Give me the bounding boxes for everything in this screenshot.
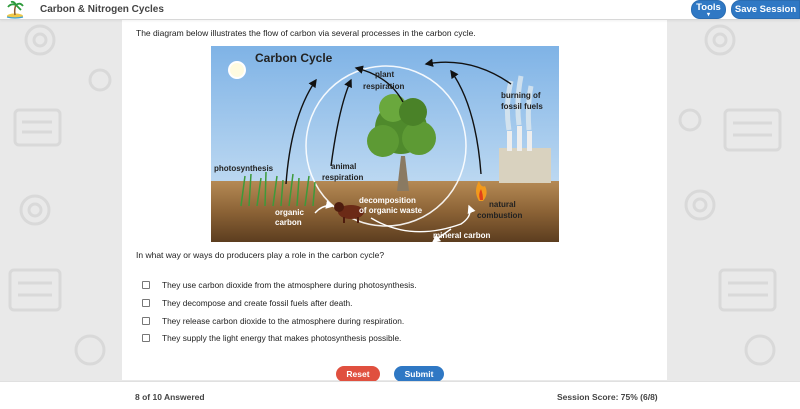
label-fossil-fuels: fossil fuels	[501, 102, 543, 111]
answer-option-label: They release carbon dioxide to the atmos…	[162, 316, 405, 326]
factory-icon	[499, 75, 551, 183]
label-animal: animal	[331, 162, 356, 171]
question-prompt: In what way or ways do producers play a …	[136, 250, 385, 260]
answer-option-3[interactable]: They release carbon dioxide to the atmos…	[142, 315, 404, 327]
tools-button[interactable]: Tools ▾	[691, 0, 726, 19]
label-carbon: carbon	[275, 218, 302, 227]
diagram-title: Carbon Cycle	[255, 51, 333, 65]
question-intro: The diagram below illustrates the flow o…	[136, 28, 476, 38]
checkbox[interactable]	[142, 317, 150, 325]
checkbox[interactable]	[142, 281, 150, 289]
answer-option-label: They decompose and create fossil fuels a…	[162, 298, 353, 308]
label-organic: organic	[275, 208, 304, 217]
soil	[211, 181, 559, 242]
sun-icon	[228, 61, 246, 79]
label-natural-combustion: combustion	[477, 211, 522, 220]
checkbox[interactable]	[142, 299, 150, 307]
label-burning: burning of	[501, 91, 541, 100]
answered-count: 8 of 10 Answered	[135, 392, 205, 402]
fire-icon	[476, 181, 487, 201]
island-logo-icon	[6, 0, 24, 19]
label-mineral-carbon: mineral carbon	[433, 231, 490, 240]
top-bar: Carbon & Nitrogen Cycles Tools ▾ Save Se…	[0, 0, 800, 20]
answer-option-2[interactable]: They decompose and create fossil fuels a…	[142, 297, 352, 309]
question-card: The diagram below illustrates the flow o…	[122, 20, 667, 382]
label-plant: plant	[375, 70, 394, 79]
answer-option-label: They use carbon dioxide from the atmosph…	[162, 280, 417, 290]
chevron-down-icon: ▾	[706, 11, 710, 18]
reset-button[interactable]: Reset	[336, 366, 380, 382]
label-organic-waste: of organic waste	[359, 206, 423, 215]
label-natural: natural	[489, 200, 516, 209]
carbon-cycle-diagram: Carbon Cycle plant respiration burning o…	[211, 46, 559, 242]
label-plant-respiration: respiration	[363, 82, 404, 91]
save-session-button[interactable]: Save Session	[731, 0, 800, 19]
session-score: Session Score: 75% (6/8)	[557, 392, 658, 402]
label-animal-respiration: respiration	[322, 173, 363, 182]
answer-option-4[interactable]: They supply the light energy that makes …	[142, 332, 401, 344]
footer-bar: 8 of 10 Answered Session Score: 75% (6/8…	[0, 381, 800, 409]
tree-icon	[367, 94, 436, 191]
answer-option-1[interactable]: They use carbon dioxide from the atmosph…	[142, 279, 417, 291]
answer-option-label: They supply the light energy that makes …	[162, 333, 402, 343]
label-decomposition: decomposition	[359, 196, 416, 205]
grass-icon	[240, 171, 316, 207]
submit-button[interactable]: Submit	[394, 366, 444, 382]
buffalo-icon	[334, 202, 364, 223]
checkbox[interactable]	[142, 334, 150, 342]
label-photosynthesis: photosynthesis	[214, 164, 274, 173]
page-title: Carbon & Nitrogen Cycles	[40, 4, 164, 15]
tools-label: Tools	[696, 1, 721, 13]
